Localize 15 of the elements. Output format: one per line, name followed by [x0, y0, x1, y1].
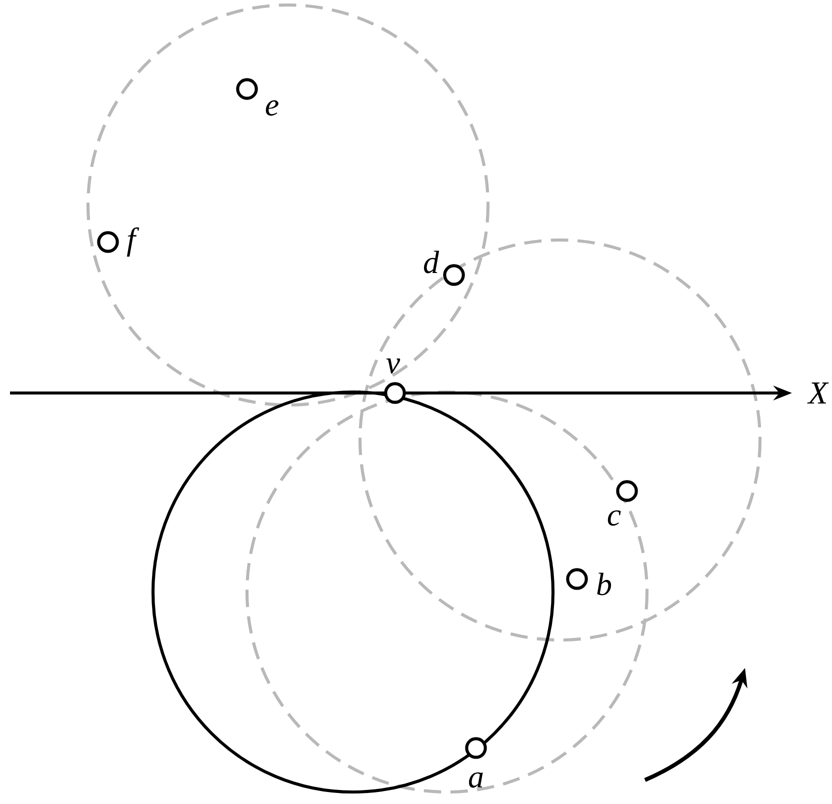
point-label: e: [266, 100, 278, 116]
point-marker: [616, 480, 638, 502]
point-marker: [97, 231, 119, 253]
point-label: f: [126, 227, 140, 257]
point-marker: [384, 382, 406, 404]
point-label: c: [608, 510, 621, 526]
point-label: d: [424, 250, 440, 274]
point-marker: [236, 78, 258, 100]
axis-label: X: [807, 382, 829, 404]
point-label: a: [468, 772, 483, 788]
point-marker: [566, 568, 588, 590]
point-marker: [443, 264, 465, 286]
point-label: v: [386, 358, 400, 374]
point-marker: [465, 737, 487, 759]
point-label: b: [597, 572, 612, 596]
